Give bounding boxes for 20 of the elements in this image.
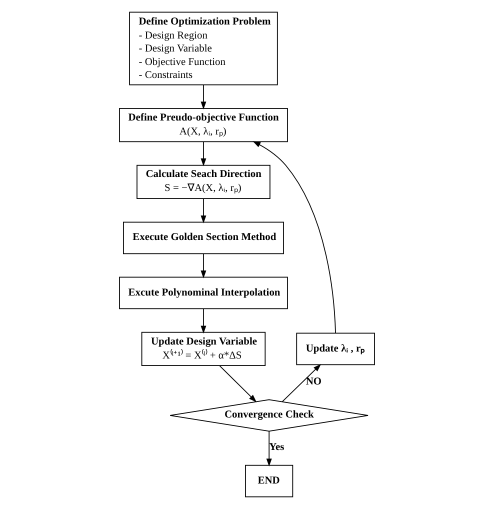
arrow	[200, 198, 206, 224]
arrow	[200, 308, 206, 334]
node-box: Calculate Seach Direction S = −∇A(X, λᵢ, rₚ)	[136, 164, 270, 199]
arrow	[200, 84, 206, 110]
arrow	[218, 365, 256, 402]
node-box: Update λᵢ , rₚ	[296, 332, 374, 366]
node-box: Execute Golden Section Method	[122, 222, 284, 254]
node-box: Update Design Variable X⁽ˡ⁺¹⁾ = X⁽ˡ⁾ + α*ΔS	[140, 332, 266, 366]
arrow	[252, 141, 336, 334]
arrow	[200, 141, 206, 166]
node-box: Define Optimization Problem - Design Region - Design Variable - Objective Function - Constraints	[128, 12, 278, 86]
edge-label: Yes	[268, 442, 284, 454]
node-box: Excute Polynominal Interpolation	[118, 276, 288, 310]
node-box: Define Preudo-objective Function A(X, λᵢ, rₚ)	[118, 108, 288, 142]
node-diamond: Convergence Check	[169, 399, 368, 432]
arrow	[200, 253, 206, 278]
node-box: END	[244, 464, 293, 498]
edge-label: NO	[305, 376, 322, 388]
arrow	[281, 364, 321, 402]
arrow	[266, 431, 272, 466]
